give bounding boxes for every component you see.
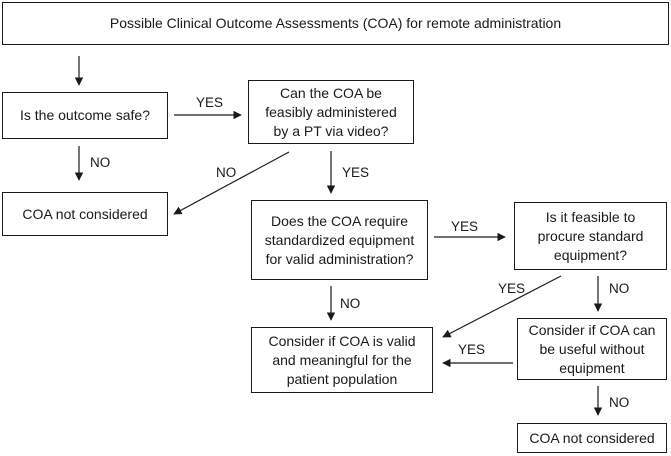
header-box: Possible Clinical Outcome Assessments (C… [2, 2, 669, 45]
video-question-box: Can the COA be feasibly administered by … [248, 80, 414, 144]
label-useful-to-valid: YES [458, 342, 486, 357]
label-useful-to-not-considered: NO [609, 395, 630, 410]
label-equipment-to-procure: YES [451, 219, 479, 234]
procure-question-box: Is it feasible to procure standard equip… [514, 202, 667, 270]
label-procure-to-valid: YES [498, 281, 526, 296]
arrow-video-to-not-considered [173, 151, 290, 215]
arrow-procure-to-valid [442, 275, 562, 338]
useful-consider-box: Consider if COA can be useful without eq… [517, 318, 667, 380]
label-video-to-equipment: YES [342, 165, 370, 180]
label-safe-to-not-considered: NO [90, 155, 111, 170]
not-considered-box-1: COA not considered [2, 192, 168, 236]
label-safe-to-video: YES [196, 95, 224, 110]
not-considered-box-2: COA not considered [517, 423, 667, 453]
label-equipment-to-valid: NO [340, 296, 361, 311]
label-video-to-not-considered: NO [216, 165, 237, 180]
safe-question-box: Is the outcome safe? [2, 92, 168, 139]
label-procure-to-useful: NO [609, 281, 630, 296]
valid-consider-box: Consider if COA is valid and meaningful … [251, 327, 433, 393]
equipment-question-box: Does the COA require standardized equipm… [251, 200, 428, 280]
